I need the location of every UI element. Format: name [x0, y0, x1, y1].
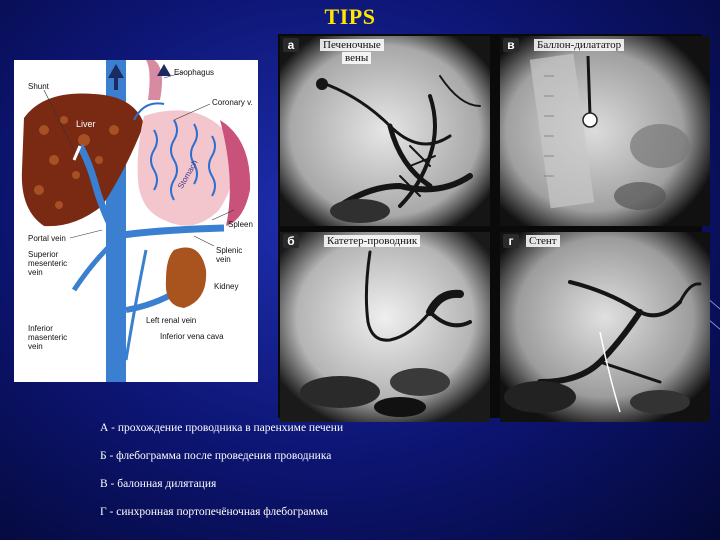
spleen-shape — [220, 120, 251, 226]
panel-caption-v: Баллон-дилататор — [534, 39, 625, 51]
panel-letter-v: в — [503, 38, 519, 52]
xray-image-b — [280, 232, 490, 422]
anatomy-drawing — [21, 60, 251, 382]
xray-image-a — [280, 36, 490, 226]
label-shunt: Shunt — [28, 82, 49, 91]
panel-caption-g: Стент — [526, 235, 560, 247]
label-splenic-vein: Splenic vein — [216, 246, 243, 264]
anatomy-illustration: Esophagus Shunt Coronary v. Liver Stomac… — [14, 60, 258, 382]
label-inferior-mesenteric-2: masenteric — [28, 333, 68, 342]
panel-letter-g: г — [503, 234, 519, 248]
kidney-shape — [165, 247, 207, 308]
esophagus-shape — [146, 60, 162, 100]
label-superior-mesenteric-1: Superior — [28, 250, 59, 259]
portal-vein-shape — [76, 144, 120, 238]
inferior-mesenteric-vein-shape — [124, 249, 148, 361]
slide-title: TIPS — [324, 4, 376, 29]
label-superior-mesenteric-3: vein — [28, 268, 43, 277]
shunt-shape — [72, 145, 82, 161]
superior-mesenteric-vein-shape — [71, 238, 118, 292]
caption-v: В - балонная дилятация — [100, 478, 217, 490]
label-left-renal-vein: Left renal vein — [146, 316, 197, 325]
panel-caption-a-line1: Печеночные — [320, 39, 384, 51]
panel-caption-b: Катетер-проводник — [324, 235, 421, 247]
panel-letter-a: а — [283, 38, 299, 52]
label-kidney: Kidney — [214, 282, 239, 291]
label-portal-vein: Portal vein — [28, 234, 66, 243]
caption-a: А - прохождение проводника в паренхиме п… — [100, 422, 344, 434]
label-inferior-mesenteric-1: Inferior — [28, 324, 53, 333]
xray-panel-a: а Печеночные вены — [280, 36, 490, 226]
stomach-shape — [137, 110, 234, 226]
label-coronary: Coronary v. — [212, 98, 253, 107]
label-inferior-vena-cava: Inferior vena cava — [160, 332, 224, 341]
label-superior-mesenteric-2: mesenteric — [28, 259, 68, 268]
xray-panel-v: в Баллон-дилататор — [500, 36, 710, 226]
caption-g: Г - синхронная портопечёночная флебограм… — [100, 506, 329, 518]
label-spleen: Spleen — [228, 220, 253, 229]
panel-letter-b: б — [283, 234, 299, 248]
xray-grid: а Печеночные вены в Баллон-дилататор — [278, 34, 710, 422]
caption-list: А - прохождение проводника в паренхиме п… — [100, 420, 660, 532]
caption-b: Б - флебограмма после проведения проводн… — [100, 450, 332, 462]
panel-caption-a-line2: вены — [342, 52, 372, 64]
label-esophagus: Esophagus — [174, 68, 215, 77]
xray-panel-g: г Стент — [500, 232, 710, 422]
label-inferior-mesenteric-3: vein — [28, 342, 43, 351]
xray-panel-b: б Катетер-проводник — [280, 232, 490, 422]
xray-image-v — [500, 36, 710, 226]
xray-image-g — [500, 232, 710, 422]
label-liver: Liver — [76, 119, 96, 129]
splenic-vein-shape — [115, 224, 225, 240]
